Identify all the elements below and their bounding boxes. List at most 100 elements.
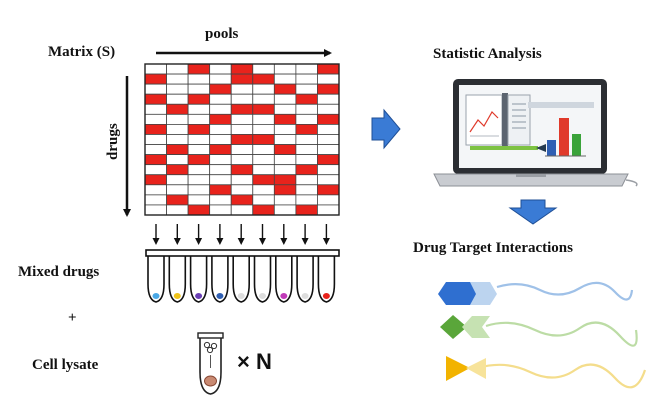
matrix-cell-empty (209, 63, 232, 75)
matrix-cell-filled (273, 144, 297, 155)
mixed-drug-tube (317, 254, 336, 303)
matrix-cell-empty (295, 184, 318, 196)
matrix-cell-empty (209, 103, 232, 115)
matrix-cell-empty (317, 204, 340, 216)
matrix-cell-filled (230, 194, 254, 206)
matrix-cell-empty (166, 73, 189, 85)
matrix-cell-empty (295, 103, 318, 115)
matrix-cell-filled (273, 184, 297, 196)
matrix-cell-empty (317, 144, 340, 155)
matrix-cell-empty (295, 134, 318, 145)
matrix-cell-filled (209, 184, 232, 196)
matrix-cell-empty (209, 204, 232, 216)
matrix-cell-empty (317, 103, 340, 115)
matrix-cell-empty (273, 194, 297, 206)
right-arrow-icon (371, 108, 401, 150)
matrix-cell-empty (144, 144, 167, 155)
matrix-cell-filled (230, 73, 254, 85)
mixed-drug-tube (211, 254, 229, 303)
matrix-cell-empty (317, 194, 340, 206)
matrix-cell-empty (273, 134, 297, 145)
matrix-cell-empty (166, 124, 189, 135)
matrix-cell-empty (252, 113, 275, 125)
matrix-cell-filled (230, 63, 254, 75)
tube-tip (173, 293, 181, 299)
matrix-label: Matrix (S) (48, 44, 115, 60)
mixed-drug-tube (275, 254, 293, 303)
times-n-label: × N (237, 349, 272, 374)
matrix-cell-empty (295, 154, 318, 166)
matrix-cell-filled (295, 204, 318, 216)
matrix-cell-empty (252, 144, 275, 155)
down-arrow-icon (508, 199, 558, 225)
matrix-cell-empty (187, 184, 211, 196)
tube-tip (237, 293, 245, 299)
matrix-cell-empty (166, 83, 189, 95)
matrix-cell-filled (209, 113, 232, 125)
matrix-cell-empty (317, 134, 340, 145)
tube-tip (280, 293, 288, 299)
matrix-cell-filled (317, 113, 340, 125)
matrix-cell-empty (252, 63, 275, 75)
matrix-cell-filled (295, 93, 318, 105)
matrix-cell-empty (144, 113, 167, 125)
matrix-cell-filled (144, 154, 167, 166)
matrix-cell-filled (252, 204, 275, 216)
matrix-cell-empty (252, 93, 275, 105)
matrix-cell-filled (273, 113, 297, 125)
matrix-cell-empty (209, 134, 232, 145)
matrix-cell-empty (295, 113, 318, 125)
matrix-cell-empty (166, 154, 189, 166)
matrix-cell-empty (144, 184, 167, 196)
tube-tip (195, 293, 203, 299)
matrix-cell-empty (187, 73, 211, 85)
matrix-cell-empty (166, 63, 189, 75)
matrix-cell-empty (166, 204, 189, 216)
mixed-drugs-label: Mixed drugs (18, 264, 99, 280)
matrix-cell-empty (187, 144, 211, 155)
mixed-drug-tube (168, 254, 187, 303)
matrix-cell-empty (166, 184, 189, 196)
matrix-cell-empty (273, 73, 297, 85)
pools-label: pools (205, 26, 239, 42)
matrix-cell-empty (144, 103, 167, 115)
matrix-cell-empty (252, 83, 275, 95)
matrix-cell-empty (144, 83, 167, 95)
pool-to-tube-arrows (152, 224, 330, 245)
matrix-border (144, 63, 340, 216)
matrix-cell-empty (144, 164, 167, 176)
matrix-cell-empty (230, 174, 254, 186)
tube-rack-cap (145, 249, 340, 257)
matrix-cell-empty (273, 103, 297, 115)
pool-arrow-head (173, 238, 181, 245)
matrix-cell-filled (317, 154, 340, 166)
matrix-cell-empty (209, 194, 232, 206)
pool-arrow-head (195, 238, 203, 245)
matrix-cell-empty (252, 184, 275, 196)
matrix-cell-empty (166, 174, 189, 186)
drugs-label: drugs (105, 123, 121, 160)
pool-arrow-head (152, 238, 160, 245)
pool-arrow-head (216, 238, 224, 245)
drug-pool-matrix (144, 63, 340, 216)
statistic-analysis-label: Statistic Analysis (433, 46, 542, 62)
matrix-cell-filled (166, 164, 189, 176)
matrix-cell-empty (295, 144, 318, 155)
matrix-cell-empty (166, 113, 189, 125)
laptop-icon (433, 79, 638, 187)
matrix-cell-filled (230, 134, 254, 145)
matrix-cell-empty (209, 73, 232, 85)
matrix-cell-filled (252, 134, 275, 145)
tube-tip (301, 293, 309, 299)
matrix-cell-empty (187, 103, 211, 115)
matrix-cell-filled (317, 184, 340, 196)
matrix-cell-filled (187, 154, 211, 166)
mixed-drug-tube (147, 254, 165, 303)
matrix-cell-filled (187, 93, 211, 105)
matrix-cell-empty (273, 204, 297, 216)
matrix-cell-empty (273, 154, 297, 166)
matrix-cell-empty (252, 154, 275, 166)
matrix-cell-filled (166, 194, 189, 206)
matrix-cell-empty (295, 194, 318, 206)
matrix-cell-empty (295, 63, 318, 75)
